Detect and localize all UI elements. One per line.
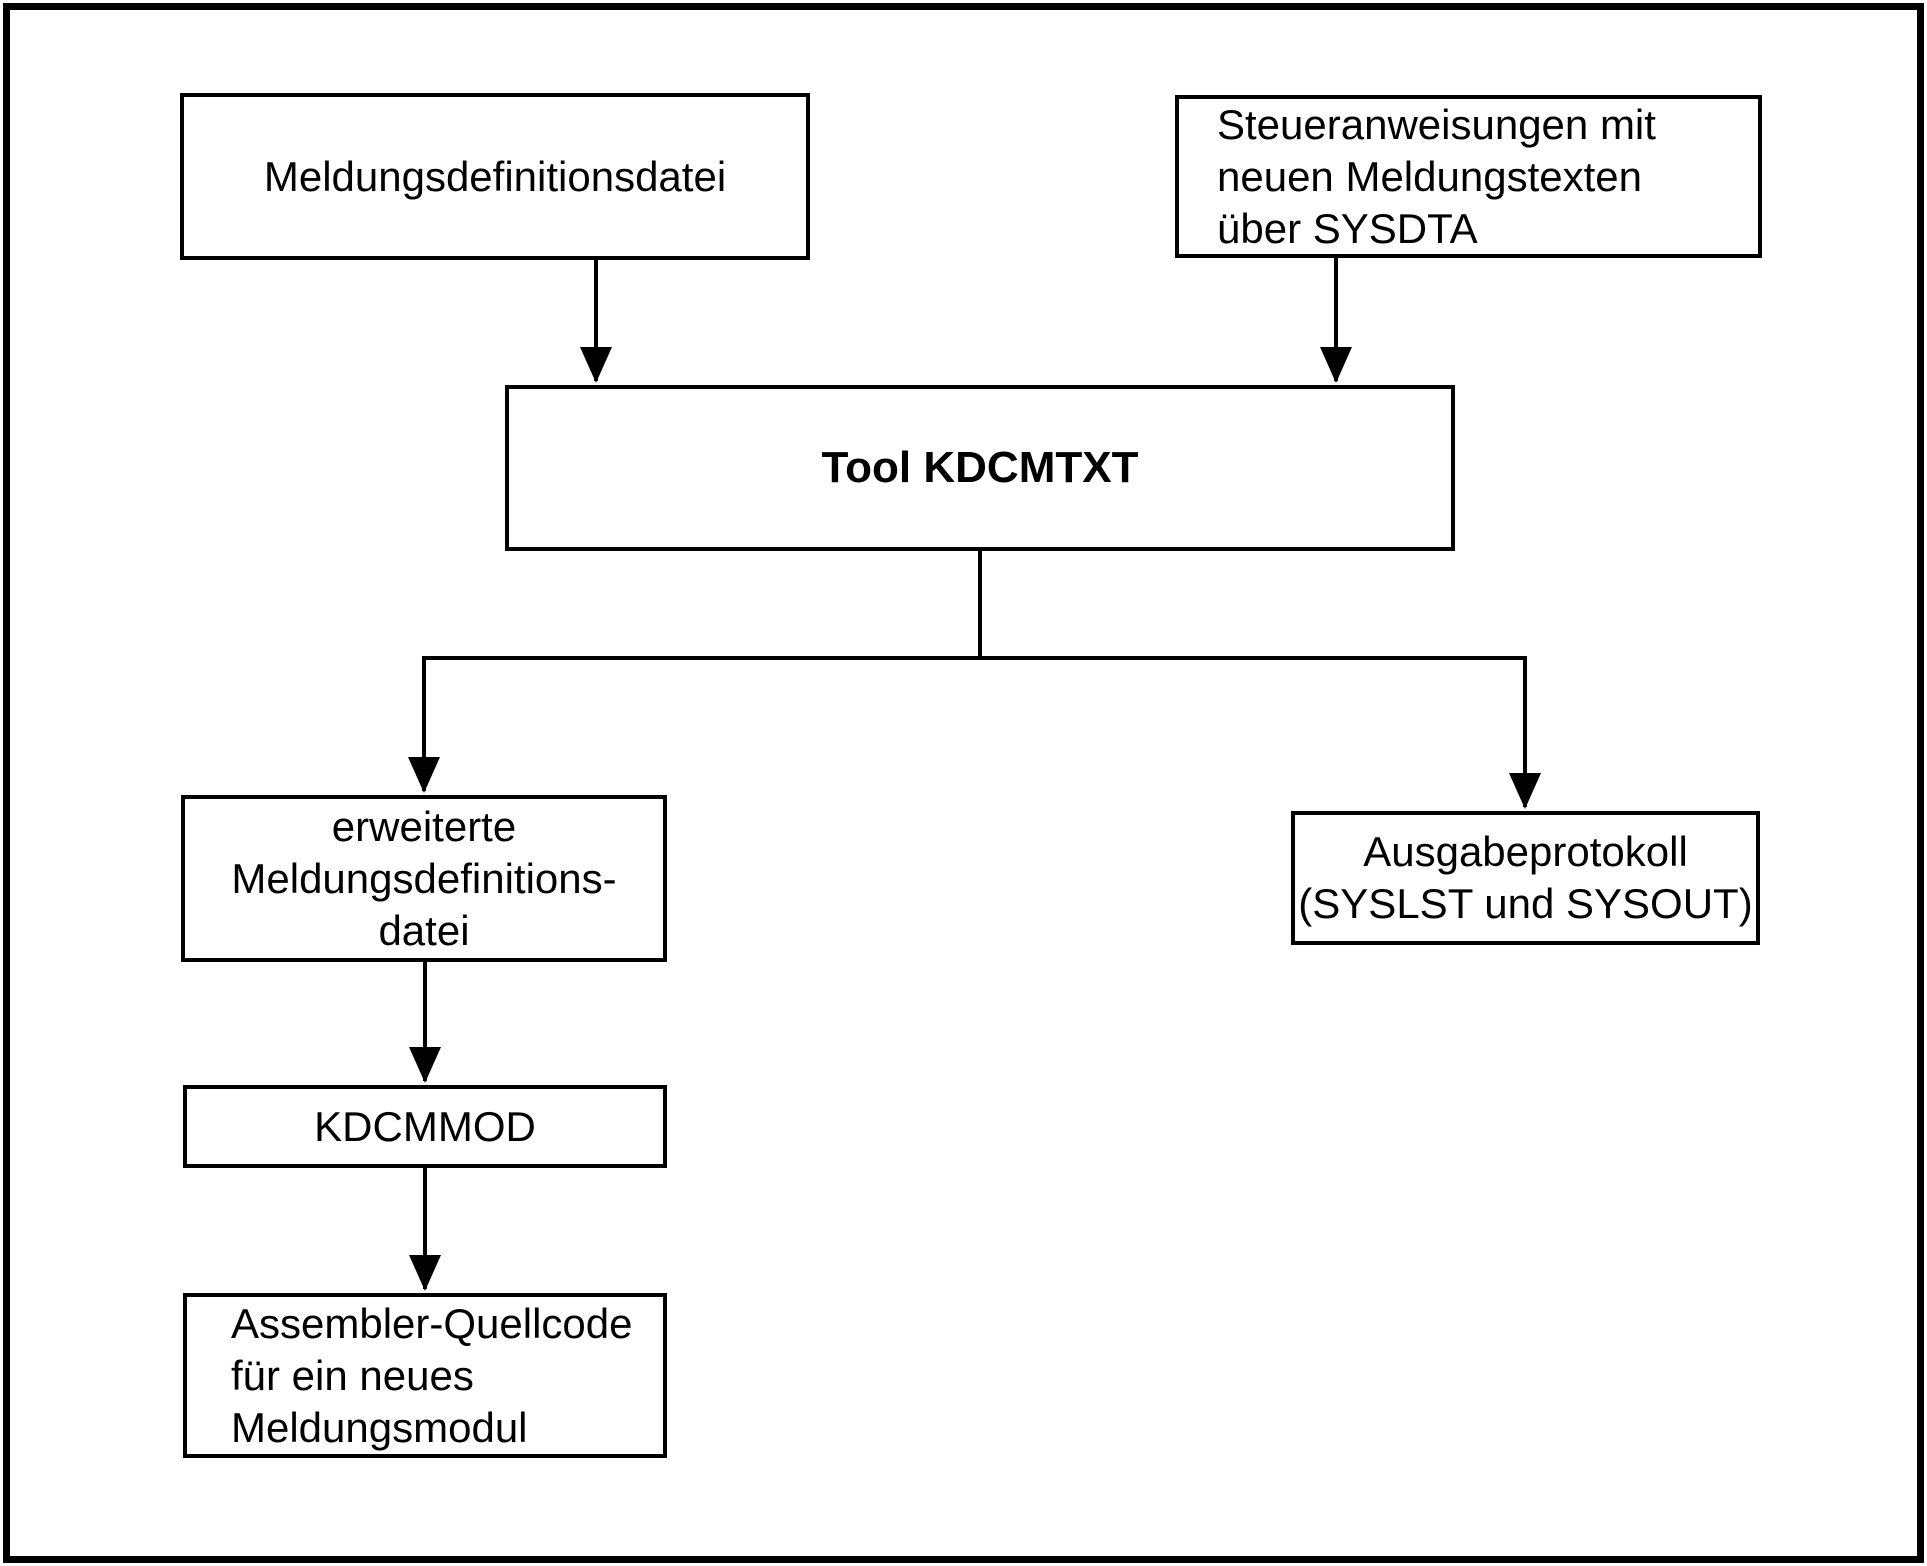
node-erweiterte-meldungsdefinitionsdatei: erweiterte Meldungsdefinitions- datei <box>181 795 667 962</box>
node-label-line: datei <box>378 906 470 954</box>
node-label-line: für ein neues <box>231 1351 474 1399</box>
node-label-line: Steueranweisungen mit <box>1217 100 1656 148</box>
node-label-line: erweiterte <box>331 802 517 850</box>
node-tool-kdcmtxt: Tool KDCMTXT <box>505 385 1455 551</box>
node-label-line: Assembler-Quellcode <box>231 1299 633 1347</box>
node-label-line: über SYSDTA <box>1217 204 1478 252</box>
node-label: Tool KDCMTXT <box>821 443 1139 492</box>
node-label-line: neuen Meldungstexten <box>1217 152 1642 200</box>
node-label: Meldungsdefinitionsdatei <box>263 152 727 200</box>
node-meldungsdefinitionsdatei: Meldungsdefinitionsdatei <box>180 93 810 260</box>
node-label-line: Ausgabeprotokoll <box>1363 828 1688 875</box>
node-label: KDCMMOD <box>314 1102 536 1150</box>
connector-tool-output-tree <box>424 551 1525 660</box>
node-assembler-quellcode: Assembler-Quellcode für ein neues Meldun… <box>183 1293 667 1458</box>
node-label-line: Meldungsdefinitions- <box>231 854 617 902</box>
node-label-line: (SYSLST und SYSOUT) <box>1298 880 1753 927</box>
node-steueranweisungen: Steueranweisungen mit neuen Meldungstext… <box>1175 95 1762 258</box>
node-ausgabeprotokoll: Ausgabeprotokoll (SYSLST und SYSOUT) <box>1291 811 1760 945</box>
node-label-line: Meldungsmodul <box>231 1403 528 1451</box>
node-kdcmmod: KDCMMOD <box>183 1085 667 1168</box>
diagram-border <box>3 3 1924 1563</box>
